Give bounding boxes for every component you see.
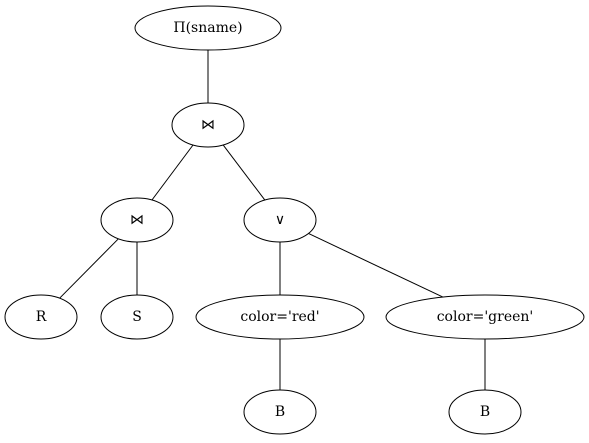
node-label: B xyxy=(480,404,490,420)
node-join2: ⋈ xyxy=(100,197,174,243)
node-label: B xyxy=(275,404,285,420)
node-red: color='red' xyxy=(195,294,365,340)
node-b2: B xyxy=(448,389,522,435)
edge-or-green xyxy=(308,233,444,298)
node-label: color='green' xyxy=(437,309,534,325)
edge-join1-join2 xyxy=(151,144,194,201)
node-ellipse xyxy=(243,197,317,243)
node-ellipse xyxy=(385,294,585,340)
node-join1: ⋈ xyxy=(171,102,245,148)
node-label: S xyxy=(132,309,142,325)
node-ellipse xyxy=(195,294,365,340)
node-label: ⋈ xyxy=(130,212,144,228)
node-label: color='red' xyxy=(240,309,319,325)
node-s: S xyxy=(100,294,174,340)
node-ellipse xyxy=(243,389,317,435)
node-ellipse xyxy=(134,5,282,51)
node-green: color='green' xyxy=(385,294,585,340)
node-ellipse xyxy=(448,389,522,435)
node-ellipse xyxy=(100,197,174,243)
edge-join1-or xyxy=(222,144,266,201)
node-or: ∨ xyxy=(243,197,317,243)
node-label: Π(sname) xyxy=(173,20,242,36)
node-proj: Π(sname) xyxy=(134,5,282,51)
node-ellipse xyxy=(4,294,78,340)
node-ellipse xyxy=(171,102,245,148)
edges-layer xyxy=(59,50,486,390)
node-label: ⋈ xyxy=(201,117,215,133)
node-label: R xyxy=(36,309,47,325)
edge-join2-r xyxy=(59,238,119,299)
node-b1: B xyxy=(243,389,317,435)
node-r: R xyxy=(4,294,78,340)
node-ellipse xyxy=(100,294,174,340)
node-label: ∨ xyxy=(275,212,285,228)
